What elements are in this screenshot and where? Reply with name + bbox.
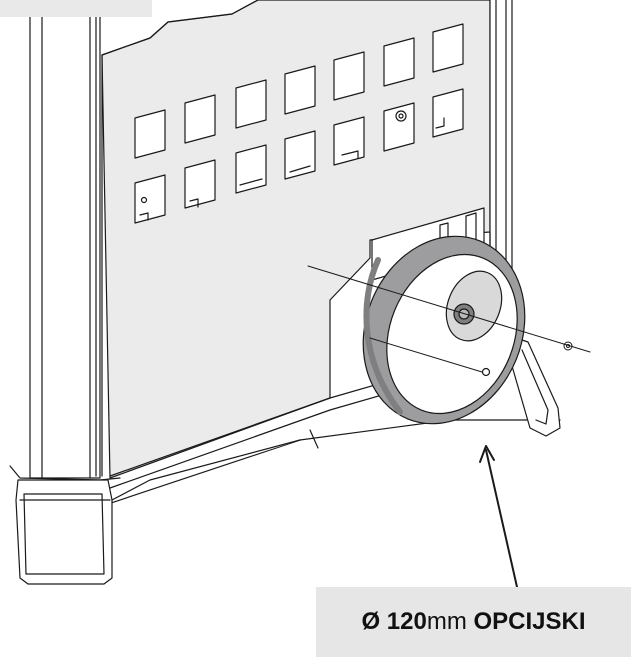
diameter-symbol: Ø bbox=[361, 608, 381, 635]
size-value: 120 bbox=[386, 608, 427, 635]
panel-top-edge bbox=[101, 0, 259, 56]
outlet-ring bbox=[362, 235, 526, 425]
right-foot bbox=[511, 337, 561, 437]
vent-row-top bbox=[134, 23, 464, 159]
vent-details bbox=[139, 110, 445, 221]
left-leg bbox=[29, 0, 103, 479]
left-foot bbox=[15, 439, 301, 585]
top-left-tab bbox=[0, 0, 152, 17]
assembly-lines bbox=[307, 265, 591, 373]
option-label: OPCIJSKI bbox=[473, 608, 586, 635]
pointer-arrow bbox=[479, 445, 518, 588]
size-unit: mm bbox=[426, 608, 467, 635]
